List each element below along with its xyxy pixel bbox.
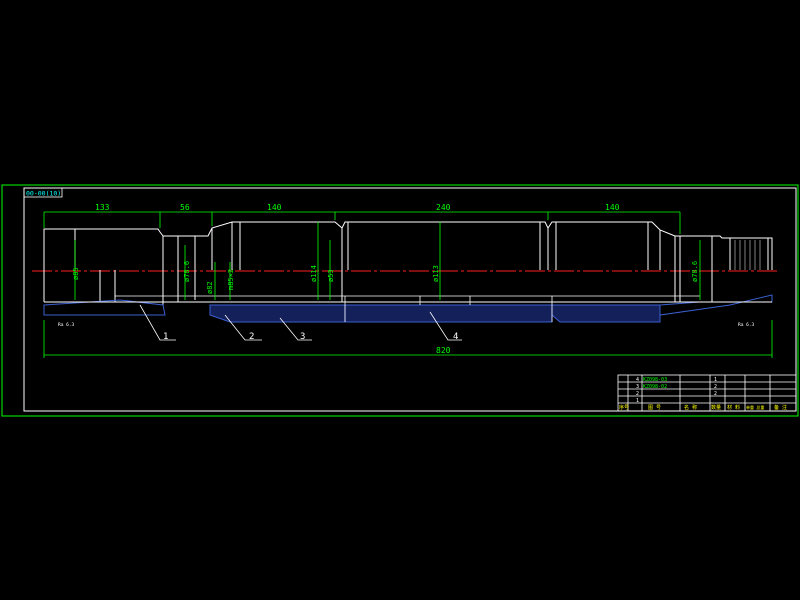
tb-header-code: 图 号 — [648, 405, 661, 411]
dim-dia-7: ø113 — [432, 265, 440, 282]
dim-dia-4: m85×2 — [227, 269, 235, 290]
balloon-1: 1 — [163, 332, 168, 342]
tb-row4-no: 4 — [636, 377, 639, 383]
note-right: Ra 6.3 — [738, 322, 755, 328]
dim-dia-5: ø114 — [310, 265, 318, 282]
dim-length-4: 240 — [436, 203, 451, 212]
tb-row4-qty: 1 — [714, 377, 717, 383]
tb-row3-no: 3 — [636, 384, 639, 390]
title-block — [617, 374, 797, 412]
tb-row2-no: 2 — [636, 391, 639, 397]
tb-header-mat: 材 料 — [727, 404, 740, 411]
dim-dia-1: ø85 — [72, 267, 80, 280]
tb-header-no: 序号 — [619, 404, 629, 411]
dim-length-5: 140 — [605, 203, 620, 212]
hatch-part-1 — [43, 299, 166, 316]
tb-header-weight: 单重 总重 — [746, 404, 764, 410]
balloon-3: 3 — [300, 332, 305, 342]
dim-length-1: 133 — [95, 203, 110, 212]
dim-length-3: 140 — [267, 203, 282, 212]
outer-frame — [1, 184, 799, 417]
shaft-outline — [43, 221, 773, 305]
thread-marks — [734, 240, 761, 270]
inner-frame — [23, 187, 797, 412]
tb-row2-qty: 2 — [714, 391, 717, 397]
note-left: Ra 6.3 — [58, 322, 75, 328]
balloon-2: 2 — [249, 332, 254, 342]
tb-header-note: 备 注 — [774, 404, 787, 411]
drawing-tag-box — [23, 187, 63, 198]
tb-row3-qty: 2 — [714, 384, 717, 390]
drawing-tag: 00-00(10) — [26, 190, 61, 198]
dimension-lines — [43, 211, 773, 358]
balloon-4: 4 — [453, 332, 458, 342]
dim-length-2: 56 — [180, 203, 190, 212]
hatch-part-5 — [659, 294, 773, 316]
tb-row1-no: 1 — [636, 398, 639, 404]
section-view — [43, 294, 773, 323]
hatch-part-3 — [551, 304, 661, 323]
dim-total: 820 — [436, 346, 451, 355]
dim-dia-3: ø82 — [206, 281, 214, 294]
dim-dia-8: ø78.6 — [691, 261, 699, 282]
tb-header-qty: 数量 — [711, 404, 721, 411]
part-leaders — [139, 304, 462, 341]
hatch-part-2 — [209, 304, 346, 323]
hatch-part-4 — [344, 304, 553, 323]
tb-row3-code: KZ098-02 — [643, 384, 667, 390]
dim-dia-2: ø78.6 — [183, 261, 191, 282]
dim-dia-6: ø53 — [327, 269, 335, 282]
tb-row4-code: KZ098-03 — [643, 377, 667, 383]
tb-header-name: 名 称 — [684, 404, 697, 411]
